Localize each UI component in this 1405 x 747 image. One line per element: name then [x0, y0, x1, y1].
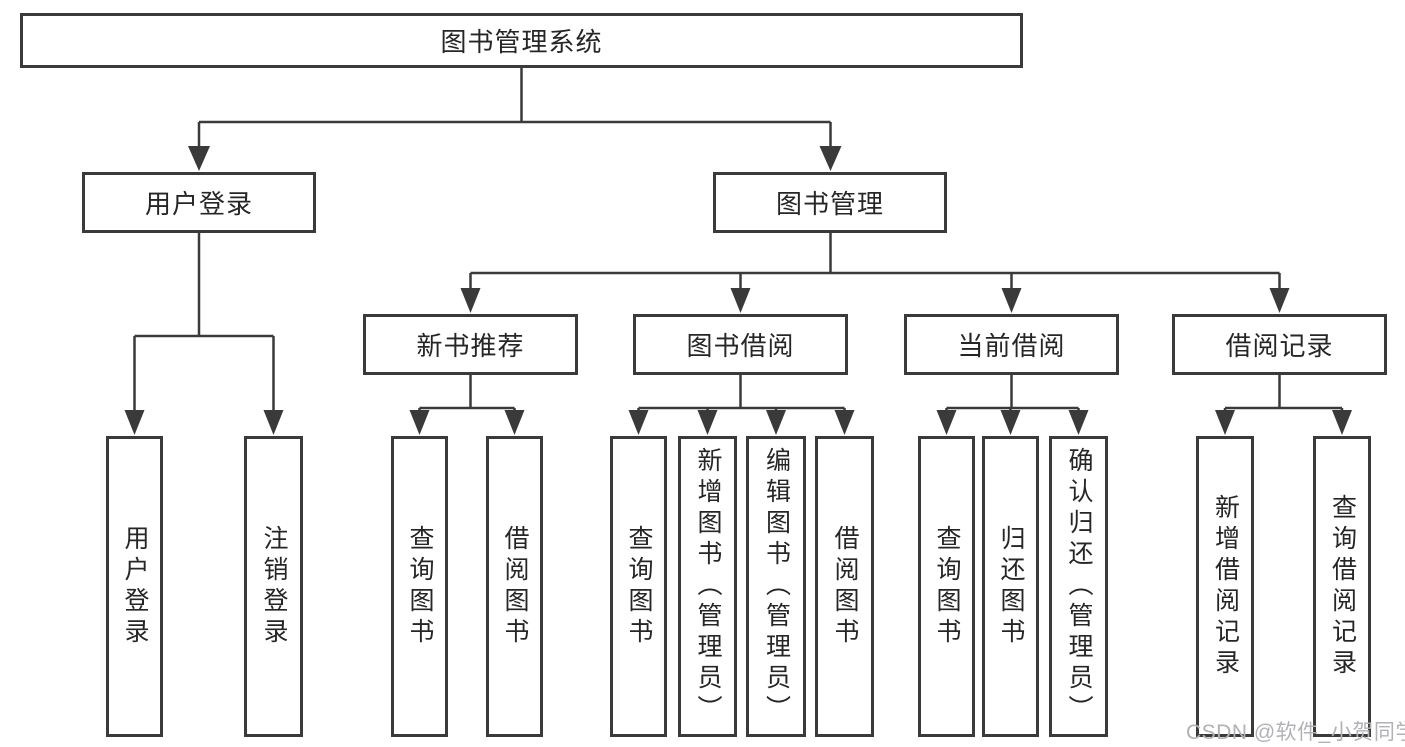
leaf-add-borrow-record: 新增借阅记录 — [1196, 436, 1254, 737]
leaf-borrow-books: 借阅图书 — [815, 436, 874, 737]
leaf-add-book-admin: 新增图书（管理员） — [678, 436, 737, 737]
connector-root-to-level2 — [188, 68, 842, 171]
connector-borrow-records-children — [1215, 375, 1352, 435]
node-borrow-records: 借阅记录 — [1172, 314, 1387, 375]
node-new-book-recommend: 新书推荐 — [363, 314, 578, 375]
node-current-borrow: 当前借阅 — [904, 314, 1119, 375]
node-book-borrow: 图书借阅 — [633, 314, 848, 375]
leaf-confirm-return-admin: 确认归还（管理员） — [1049, 436, 1108, 737]
leaf-logout: 注销登录 — [244, 436, 303, 737]
node-user-login: 用户登录 — [82, 172, 316, 233]
node-root: 图书管理系统 — [20, 13, 1023, 68]
csdn-watermark: CSDN @软件_小贺同学 — [1186, 721, 1405, 744]
connector-book-borrow-children — [628, 375, 855, 435]
connector-user-login-children — [124, 233, 284, 435]
leaf-edit-book-admin: 编辑图书（管理员） — [746, 436, 806, 737]
leaf-user-login: 用户登录 — [106, 436, 163, 737]
leaf-return-books: 归还图书 — [982, 436, 1039, 737]
node-book-management: 图书管理 — [713, 172, 947, 233]
leaf-query-borrow-record: 查询借阅记录 — [1313, 436, 1371, 737]
connector-current-borrow-children — [936, 375, 1089, 435]
connector-book-management-children — [460, 233, 1290, 313]
connector-new-book-recommend-children — [409, 375, 525, 435]
leaf-query-books-borrow: 查询图书 — [610, 436, 667, 737]
leaf-query-books-recommend: 查询图书 — [391, 436, 448, 737]
leaf-query-books-current: 查询图书 — [918, 436, 975, 737]
leaf-borrow-books-recommend: 借阅图书 — [486, 436, 543, 737]
